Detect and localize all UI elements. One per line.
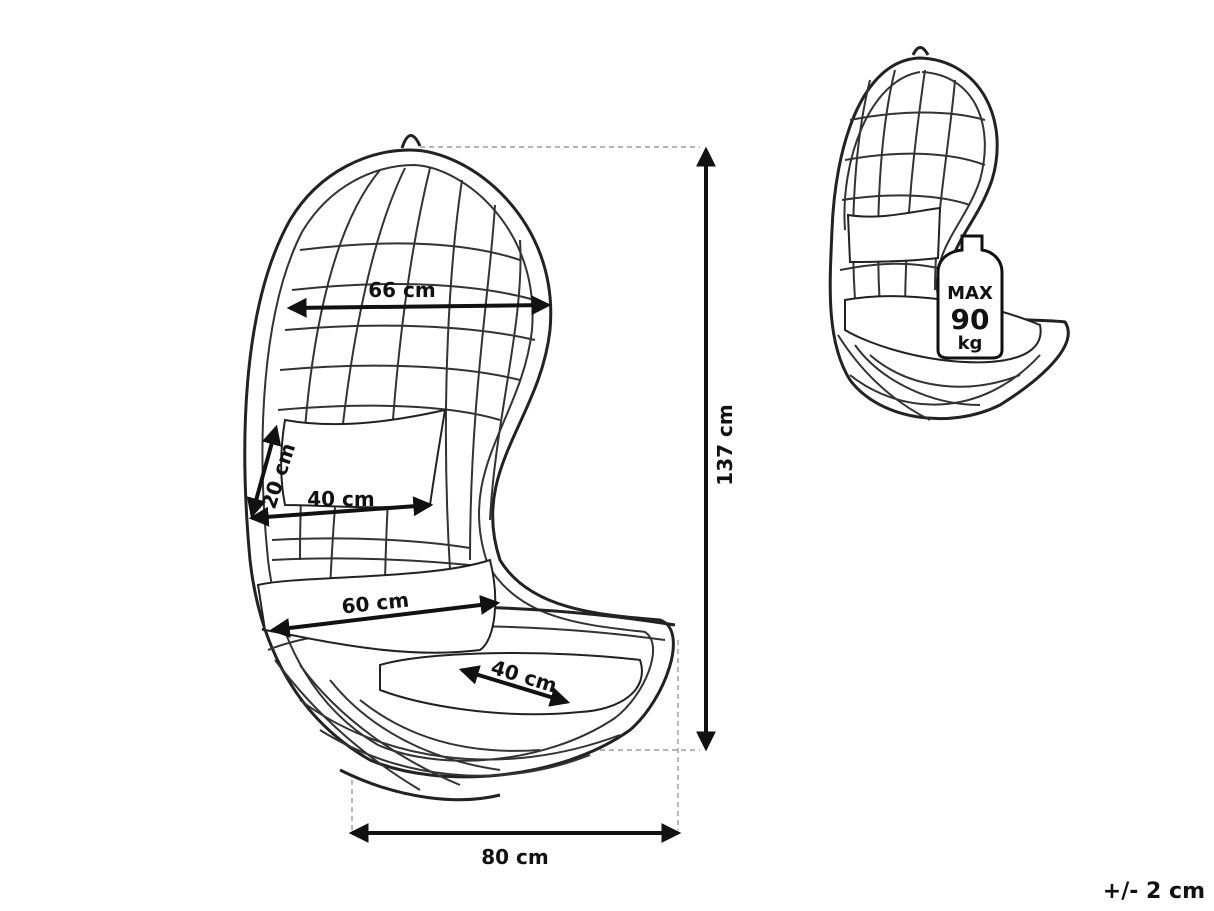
arrow-60cm xyxy=(269,595,501,638)
small-bottom-basket xyxy=(837,334,1041,421)
label-40cm-pillow: 40 cm xyxy=(307,487,375,511)
max-weight-badge: MAX 90 kg xyxy=(936,234,1004,360)
small-rattan-slats xyxy=(839,69,986,321)
label-80cm: 80 cm xyxy=(481,845,549,869)
main-chair-drawing xyxy=(243,134,676,802)
weight-max-text: MAX xyxy=(947,283,993,304)
rattan-weave xyxy=(271,242,536,567)
bottom-basket xyxy=(274,659,621,802)
chair-shell-inner xyxy=(261,163,655,762)
small-chair-drawing xyxy=(828,46,1070,421)
weight-value-text: 90 xyxy=(951,303,990,336)
arrow-40cm-pillow xyxy=(248,496,434,527)
weight-unit-text: kg xyxy=(958,333,983,354)
rattan-slats xyxy=(299,167,522,591)
arrow-66cm xyxy=(286,295,552,318)
chair-shell-outline xyxy=(243,148,675,779)
dimension-guides xyxy=(351,146,700,830)
dimension-arrows xyxy=(246,146,716,843)
hanging-loop xyxy=(400,134,422,149)
label-137cm: 137 cm xyxy=(713,404,737,485)
small-chair-shell xyxy=(828,56,1070,421)
weight-icon xyxy=(936,234,1004,360)
label-66cm: 66 cm xyxy=(368,278,436,302)
small-back-pillow xyxy=(846,206,942,264)
small-hanging-loop xyxy=(911,46,930,56)
tolerance-note: +/- 2 cm xyxy=(1103,879,1205,904)
arrow-40cm-seat xyxy=(458,665,571,707)
